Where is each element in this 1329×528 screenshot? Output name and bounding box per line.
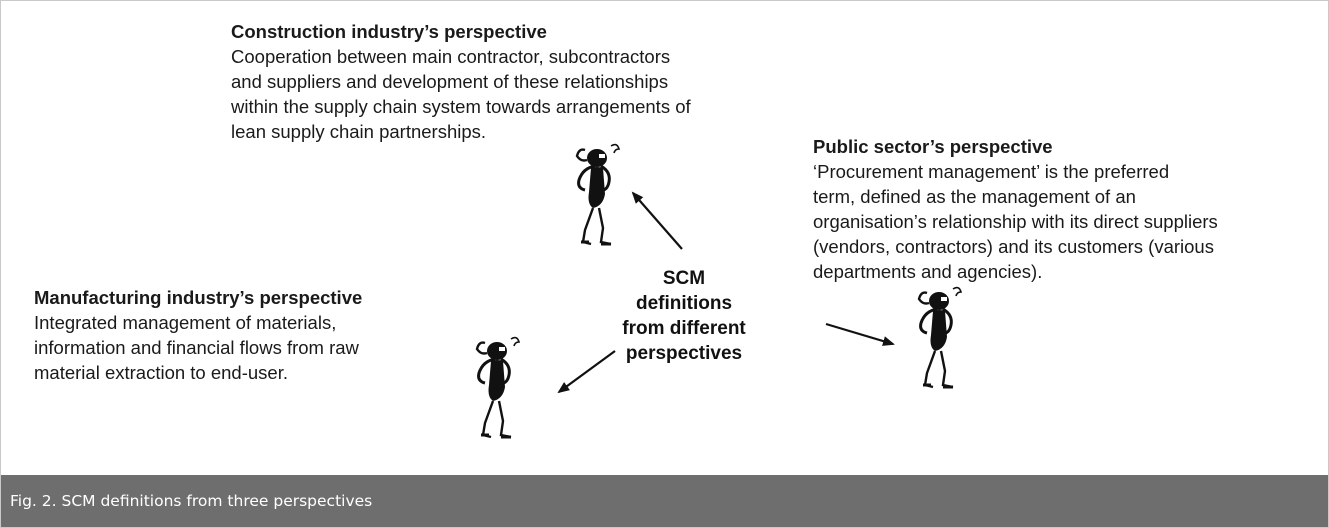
center-line: perspectives	[625, 343, 743, 364]
construction-line: Cooperation between main contractor, sub…	[231, 46, 671, 67]
arrow-to-manufacturing	[557, 350, 616, 394]
public-sector-perspective: Public sector’s perspective ‘Procurement…	[813, 135, 1323, 284]
arrow-to-public-sector	[825, 322, 895, 346]
construction-heading: Construction industry’s perspective	[231, 21, 547, 42]
manufacturing-heading: Manufacturing industry’s perspective	[34, 287, 363, 308]
public-sector-line: term, defined as the management of an	[813, 186, 1136, 207]
manufacturing-line: Integrated management of materials,	[34, 312, 337, 333]
center-line: definitions	[635, 293, 733, 314]
figure-caption: Fig. 2. SCM definitions from three persp…	[10, 492, 373, 510]
public-sector-line: ‘Procurement management’ is the preferre…	[813, 161, 1170, 182]
center-label: SCM definitions from different perspecti…	[579, 266, 789, 366]
figure-manufacturing	[475, 336, 521, 439]
public-sector-line: organisation’s relationship with its dir…	[813, 211, 1218, 232]
figure-construction	[575, 143, 621, 246]
center-line: from different	[622, 318, 746, 339]
manufacturing-perspective: Manufacturing industry’s perspective Int…	[34, 286, 454, 385]
public-sector-line: (vendors, contractors) and its customers…	[813, 236, 1214, 257]
construction-line: and suppliers and development of these r…	[231, 71, 669, 92]
arrow-to-construction	[631, 191, 683, 250]
construction-perspective: Construction industry’s perspective Coop…	[231, 20, 791, 144]
figure-public-sector	[917, 286, 963, 389]
center-line: SCM	[662, 268, 706, 289]
manufacturing-line: information and financial flows from raw	[34, 337, 359, 358]
caption-bar: Fig. 2. SCM definitions from three persp…	[1, 475, 1328, 527]
public-sector-heading: Public sector’s perspective	[813, 136, 1053, 157]
manufacturing-line: material extraction to end-user.	[34, 362, 288, 383]
construction-line: lean supply chain partnerships.	[231, 121, 487, 142]
construction-line: within the supply chain system towards a…	[231, 96, 691, 117]
diagram-graphics	[475, 143, 963, 439]
public-sector-line: departments and agencies).	[813, 261, 1043, 282]
